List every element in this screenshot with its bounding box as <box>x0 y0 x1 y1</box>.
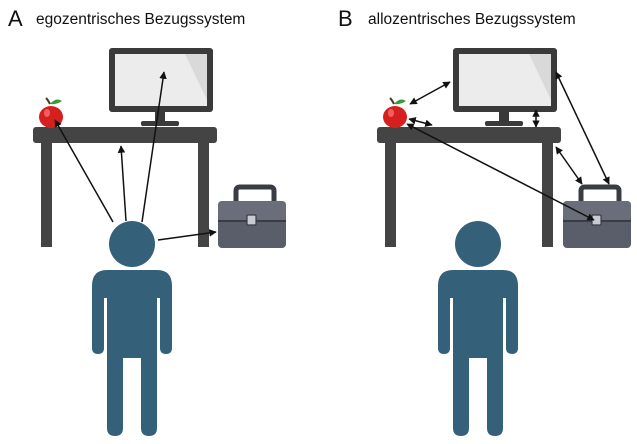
toolbox-icon <box>563 184 631 248</box>
panel-a-letter: A <box>8 6 23 31</box>
panel-b-title: allozentrisches Bezugssystem <box>368 11 576 28</box>
person-icon <box>92 221 172 436</box>
arrow-apple-monitor <box>409 81 451 105</box>
egocentric-arrows <box>54 71 217 241</box>
person-icon <box>438 221 518 436</box>
monitor-icon <box>109 48 213 126</box>
scene-a <box>33 48 286 436</box>
arrow-monitor-toolbox <box>555 71 610 185</box>
arrow-desk-toolbox <box>555 146 583 185</box>
monitor-icon <box>453 48 557 126</box>
arrow-to-monitor <box>141 71 167 223</box>
panel-a-title: egozentrisches Bezugssystem <box>36 11 246 28</box>
panel-b-letter: B <box>338 6 353 31</box>
desk-icon <box>33 127 217 247</box>
arrow-apple-desk <box>408 117 433 127</box>
arrow-to-desk <box>117 145 127 222</box>
allocentric-arrows <box>406 71 610 221</box>
arrow-apple-toolbox <box>406 123 595 221</box>
apple-icon <box>39 97 63 128</box>
scene-b <box>377 48 631 436</box>
arrow-to-apple <box>54 119 114 223</box>
arrow-to-toolbox <box>157 229 217 241</box>
apple-icon <box>383 97 407 128</box>
toolbox-icon <box>218 184 286 248</box>
